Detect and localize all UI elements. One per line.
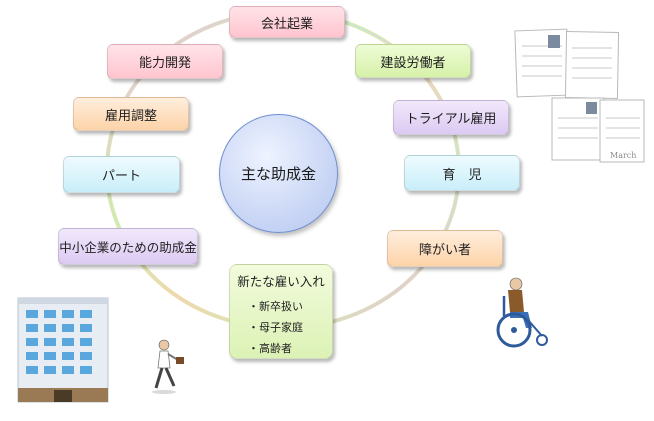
building-icon — [17, 297, 109, 403]
node-new-hire: 新たな雇い入れ 新卒扱い 母子家庭 高齢者 — [229, 264, 333, 359]
node-label: 雇用調整 — [104, 108, 157, 124]
node-label: 会社起業 — [260, 16, 313, 32]
node-sme-subsidy: 中小企業のための助成金 — [58, 228, 198, 265]
node-label: 能力開発 — [138, 56, 191, 71]
list-item: 高齢者 — [248, 338, 326, 359]
wheelchair-person-icon — [496, 277, 548, 348]
node-label: 障がい者 — [418, 243, 471, 258]
document-stack-icon: March — [514, 28, 645, 163]
node-label: パート — [101, 169, 141, 184]
list-item: 新卒扱い — [248, 296, 326, 317]
node-label: 中小企業のための助成金 — [59, 240, 197, 255]
running-businessman-icon — [152, 339, 184, 394]
new-hire-title: 新たな雇い入れ — [237, 274, 325, 289]
center-hub: 主な助成金 — [219, 114, 338, 233]
center-label: 主な助成金 — [240, 165, 316, 183]
node-skill-development: 能力開発 — [107, 44, 223, 79]
node-employment-adjustment: 雇用調整 — [73, 97, 189, 131]
node-company-founding: 会社起業 — [229, 6, 345, 38]
node-construction-workers: 建設労働者 — [355, 44, 471, 78]
node-part-time: パート — [63, 156, 180, 193]
list-item: 母子家庭 — [248, 317, 326, 338]
watermark-text: March — [610, 151, 636, 160]
node-label: 育 児 — [442, 167, 482, 183]
node-label: トライアル雇用 — [405, 112, 497, 127]
node-trial-employment: トライアル雇用 — [393, 100, 509, 135]
node-childcare: 育 児 — [404, 155, 520, 191]
node-label: 建設労働者 — [380, 55, 446, 71]
new-hire-list: 新卒扱い 母子家庭 高齢者 — [236, 296, 326, 359]
node-disability: 障がい者 — [387, 230, 503, 267]
